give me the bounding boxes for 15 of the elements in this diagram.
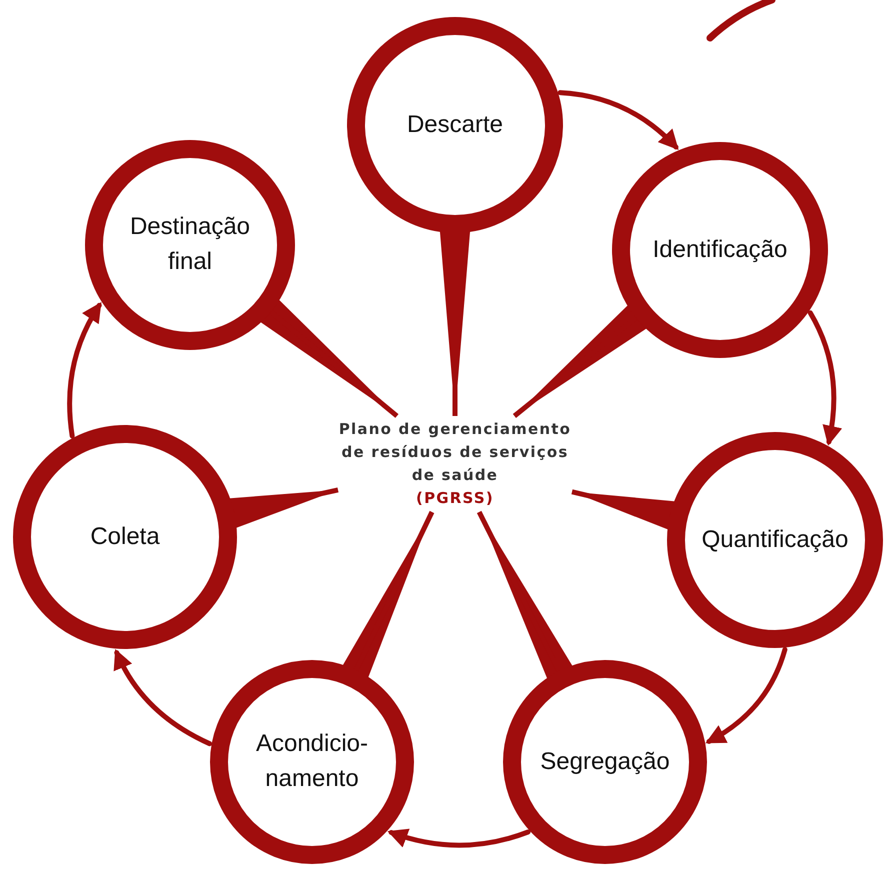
step-label: Descarte (406, 110, 504, 140)
step-label: Segregação (540, 746, 670, 777)
center-title: Plano de gerenciamento de resíduos de serviços de saúde (338, 418, 572, 486)
step-label: Coleta (90, 522, 160, 552)
curved-arrow (114, 649, 212, 746)
curved-arrow (387, 828, 531, 848)
step-label: Destinação final (128, 212, 252, 277)
step-label: Quantificação (702, 524, 848, 555)
abbreviation: (PGRSS) (416, 488, 494, 510)
step-label: Acondicio- namento (254, 729, 370, 794)
curved-arrow (67, 302, 102, 438)
curved-arrow (558, 90, 679, 150)
curved-arrow (706, 647, 788, 744)
curved-arrow (808, 310, 842, 446)
step-label: Identificação (652, 234, 788, 265)
